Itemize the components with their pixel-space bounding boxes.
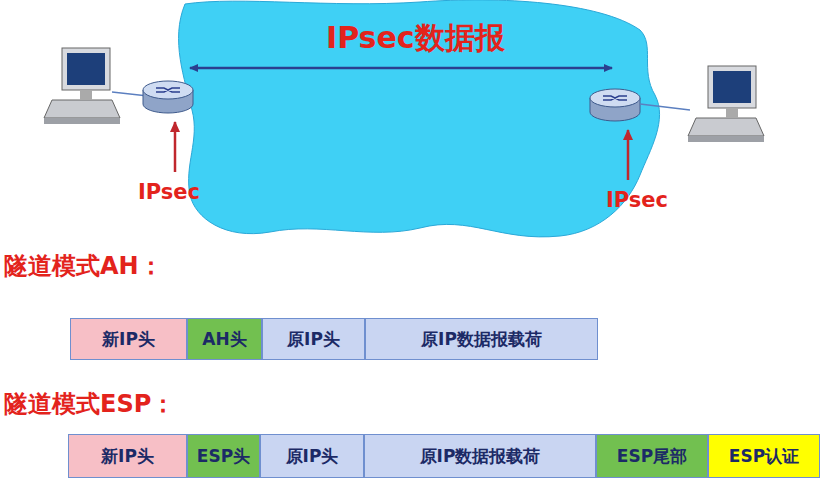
field-text: ESP认证: [729, 445, 799, 468]
pointer-arrow: [627, 130, 630, 180]
computer-icon: [688, 66, 764, 142]
router-icon: [143, 81, 193, 113]
internet-cloud: [179, 0, 660, 237]
header-field: AH头: [187, 318, 262, 360]
header-field: ESP头: [187, 434, 260, 478]
router-icon: [590, 89, 640, 121]
field-text: 原IP数据报载荷: [420, 445, 541, 468]
link-wire: [640, 104, 690, 110]
header-field: 新IP头: [70, 318, 187, 360]
pointer-arrow: [174, 122, 177, 172]
datagram-arrow: [190, 67, 612, 70]
field-text: ESP头: [197, 445, 250, 468]
auth-field: ESP认证: [708, 434, 820, 478]
field-text: ESP尾部: [617, 445, 687, 468]
field-text: 新IP头: [102, 328, 155, 351]
field-text: 原IP头: [287, 328, 340, 351]
field-text: 原IP数据报载荷: [421, 328, 542, 351]
ipsec-label: IPsec: [138, 180, 200, 204]
datagram-label: IPsec数据报: [326, 18, 505, 59]
mode-heading: 隧道模式ESP：: [4, 388, 175, 420]
header-field: 原IP头: [262, 318, 365, 360]
field-text: 原IP头: [286, 445, 339, 468]
field-text: 新IP头: [101, 445, 154, 468]
header-field: 新IP头: [68, 434, 187, 478]
trailer-field: ESP尾部: [596, 434, 708, 478]
computer-icon: [44, 48, 120, 124]
payload-field: 原IP数据报载荷: [364, 434, 596, 478]
mode-heading: 隧道模式AH：: [4, 250, 163, 282]
payload-field: 原IP数据报载荷: [365, 318, 598, 360]
field-text: AH头: [202, 328, 246, 351]
header-field: 原IP头: [260, 434, 364, 478]
ipsec-label: IPsec: [606, 188, 668, 212]
